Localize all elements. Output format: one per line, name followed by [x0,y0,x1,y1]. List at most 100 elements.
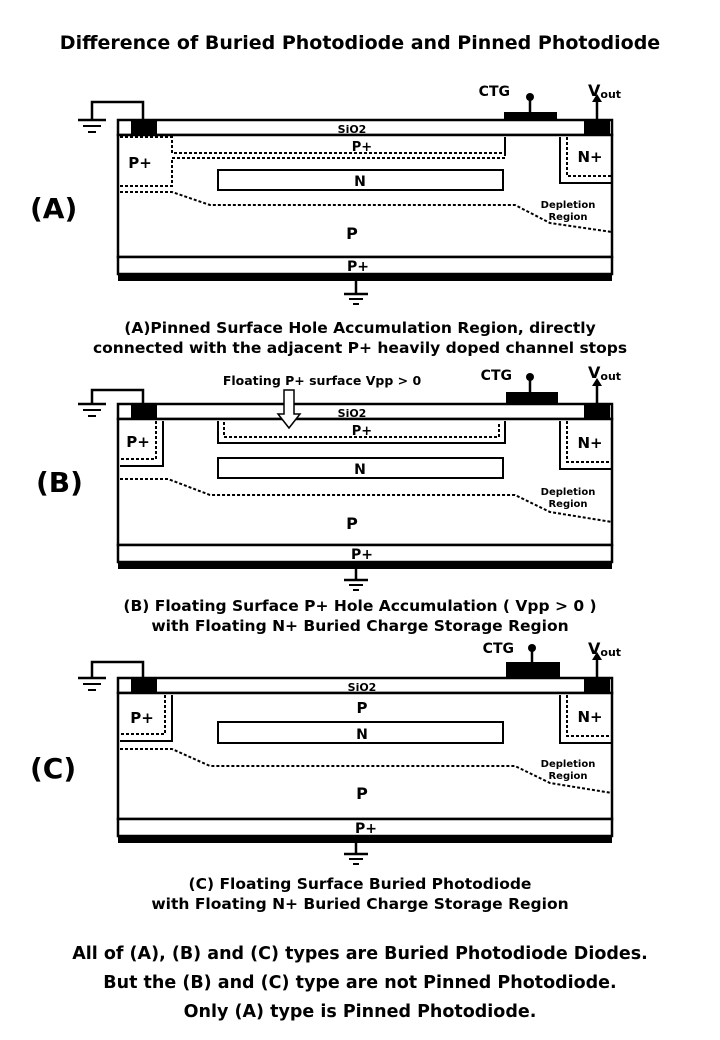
p-plus-stop-outer [120,421,164,467]
panel-b: Floating P+ surface Vpp > 0 CTG Vout SiO… [0,362,720,592]
caption-line: with Floating N+ Buried Charge Storage R… [151,895,569,913]
n-plus-inner [566,695,612,737]
p-plus-stop-inner [120,421,157,460]
panel-b-diagram: Floating P+ surface Vpp > 0 CTG Vout SiO… [36,363,621,591]
back-contact [118,274,612,281]
n-region-label: N [354,174,366,190]
vout-label: Vout [588,639,621,659]
back-contact [118,562,612,569]
bottom-p-plus-label: P+ [347,259,369,275]
vout-label: Vout [588,363,621,383]
depletion-label-1: Depletion [541,487,596,498]
p-plus-stop-inner [120,695,166,735]
n-region [217,169,504,191]
ctg-terminal-icon [526,373,534,381]
panel-a: CTG Vout SiO2 P+ P+ N N+ Depletion Regio… [0,80,720,310]
ground-wire [90,100,145,121]
vout-contact [584,678,610,695]
ground-symbol-icon [78,118,106,133]
caption-line: with Floating N+ Buried Charge Storage R… [151,617,569,635]
n-region [217,721,504,744]
surface-label: P+ [352,140,372,155]
panel-a-diagram: CTG Vout SiO2 P+ P+ N N+ Depletion Regio… [30,81,621,305]
n-plus-label: N+ [577,708,602,726]
summary-text: All of (A), (B) and (C) types are Buried… [0,940,720,1027]
p-plus-channel-stop-label: P+ [126,433,150,451]
depletion-boundary [120,191,613,233]
n-plus-inner [566,421,612,463]
depletion-label-2: Region [548,771,587,782]
panel-c: CTG Vout SiO2 P+ P N N+ Depletion Region… [0,636,720,868]
ground-symbol-icon [78,402,106,417]
floating-surface-annotation: Floating P+ surface Vpp > 0 [223,373,422,388]
caption-line: (B) Floating Surface P+ Hole Accumulatio… [123,597,597,615]
ctg-terminal-icon [526,93,534,101]
caption-line: (C) Floating Surface Buried Photodiode [188,875,532,893]
substrate-ground-icon [344,292,368,305]
p-substrate-label: P [356,784,368,803]
depletion-label-1: Depletion [541,759,596,770]
ground-wire [90,660,145,678]
vout-contact [584,404,610,421]
panel-tag: (C) [30,752,76,785]
ground-contact [131,678,157,695]
n-region-label: N [354,462,366,478]
n-plus-label: N+ [577,434,602,452]
n-region [217,457,504,479]
n-region-label: N [356,727,368,743]
panel-c-caption: (C) Floating Surface Buried Photodiode w… [0,874,720,914]
ground-symbol-icon [78,676,106,691]
page-title: Difference of Buried Photodiode and Pinn… [59,32,661,54]
ground-wire [90,388,145,404]
depletion-label-2: Region [548,499,587,510]
panel-tag: (A) [30,192,77,225]
substrate-body [116,133,614,259]
sio2-label: SiO2 [338,123,367,136]
vout-contact [584,120,610,137]
depletion-boundary [120,478,613,523]
panel-tag: (B) [36,466,83,499]
surface-label: P+ [352,424,372,439]
summary-line-3: Only (A) type is Pinned Photodiode. [183,1002,537,1022]
p-plus-channel-stop-label: P+ [128,154,152,172]
ground-contact [131,404,157,421]
caption-line: (A)Pinned Surface Hole Accumulation Regi… [124,319,596,337]
depletion-label-1: Depletion [541,200,596,211]
p-plus-channel-stop-label: P+ [130,709,154,727]
caption-line: connected with the adjacent P+ heavily d… [92,339,628,357]
down-arrow-icon [276,389,302,430]
sio2-label: SiO2 [338,407,367,420]
bottom-p-plus-label: P+ [351,547,373,563]
summary-line-2: But the (B) and (C) type are not Pinned … [103,973,617,993]
panel-b-caption: (B) Floating Surface P+ Hole Accumulatio… [0,596,720,636]
n-plus-label: N+ [577,148,602,166]
panel-a-caption: (A)Pinned Surface Hole Accumulation Regi… [0,318,720,358]
ctg-gate [506,662,560,678]
vout-label: Vout [588,81,621,101]
p-substrate-label: P [346,514,358,533]
vout-arrow-icon [592,94,602,102]
p-plus-stop-outer [120,695,173,742]
depletion-label-2: Region [548,212,587,223]
ctg-label: CTG [479,84,510,100]
back-contact [118,836,612,843]
vout-arrow-icon [592,378,602,386]
ctg-label: CTG [481,368,512,384]
n-plus-outer [559,695,612,744]
ctg-label: CTG [483,641,514,657]
pinned-surface-outline [120,136,506,154]
pinned-surface-inner [120,137,506,187]
substrate-ground-icon [344,578,368,591]
ctg-terminal-icon [528,644,536,652]
substrate-body [116,691,614,821]
floating-surface-inner [223,422,500,438]
depletion-boundary [120,748,613,794]
surface-label: P [357,699,368,717]
floating-surface-outer [217,421,506,444]
sio2-label: SiO2 [348,681,377,694]
substrate-ground-icon [344,852,368,865]
panel-c-diagram: CTG Vout SiO2 P+ P N N+ Depletion Region… [30,639,621,865]
n-plus-outer [559,421,612,470]
bottom-p-plus-label: P+ [355,821,377,837]
n-plus-inner [566,137,612,177]
